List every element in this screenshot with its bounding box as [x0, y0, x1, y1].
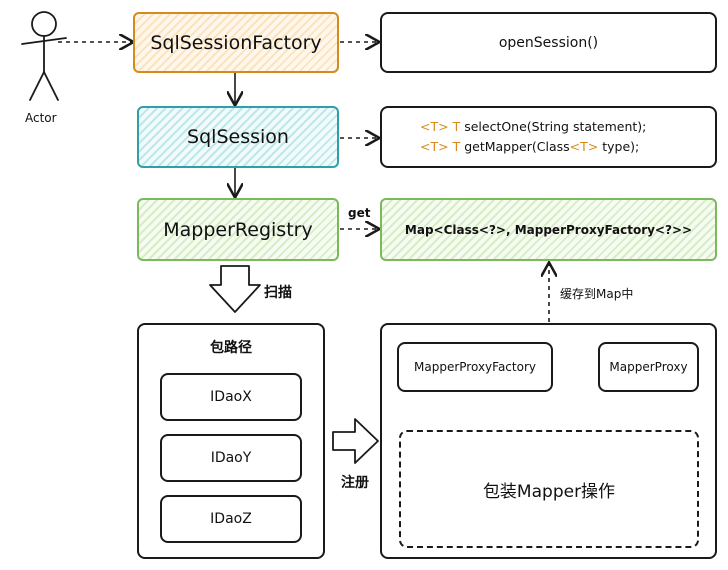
select-one-generic: <T> [420, 119, 449, 134]
idao-y-node: IDaoY [160, 434, 302, 482]
package-path-label: 包路径 [210, 340, 252, 356]
idao-z-label: IDaoZ [210, 511, 252, 527]
get-mapper-text-a: getMapper(Class [464, 139, 570, 154]
register-label: 注册 [341, 475, 369, 491]
select-one-text: selectOne(String statement); [464, 119, 647, 134]
get-mapper-generic-2: <T> [569, 139, 599, 154]
get-mapper-generic: <T> [420, 139, 449, 154]
idao-y-label: IDaoY [210, 450, 252, 466]
wrap-mapper-label: 包装Mapper操作 [482, 481, 616, 502]
sql-session-factory-label: SqlSessionFactory [150, 31, 322, 54]
actor-icon [21, 11, 67, 101]
mapper-registry-node: MapperRegistry [137, 198, 339, 261]
session-methods-node: <T> T selectOne(String statement); <T> T… [380, 106, 717, 168]
get-mapper-return: T [452, 139, 461, 154]
sql-session-node: SqlSession [137, 106, 339, 168]
map-node: Map<Class<?>, MapperProxyFactory<?>> [380, 198, 717, 261]
register-arrow [332, 418, 379, 464]
idao-x-node: IDaoX [160, 373, 302, 421]
scan-label: 扫描 [264, 285, 292, 301]
mapper-registry-label: MapperRegistry [163, 218, 313, 241]
get-label: get [348, 206, 371, 220]
wrap-mapper-node: 包装Mapper操作 [399, 430, 699, 548]
sql-session-factory-node: SqlSessionFactory [133, 12, 339, 73]
mapper-proxy-node: MapperProxy [598, 342, 699, 392]
get-mapper-signature: <T> T getMapper(Class<T> type); [420, 137, 646, 157]
map-type-label: Map<Class<?>, MapperProxyFactory<?>> [404, 222, 693, 237]
select-one-signature: <T> T selectOne(String statement); [420, 117, 646, 137]
get-mapper-text-b: type); [598, 139, 640, 154]
idao-x-label: IDaoX [210, 389, 252, 405]
mapper-proxy-factory-node: MapperProxyFactory [397, 342, 553, 392]
mapper-proxy-factory-label: MapperProxyFactory [414, 360, 536, 374]
cache-to-map-label: 缓存到Map中 [560, 287, 634, 301]
scan-arrow [209, 265, 261, 313]
sql-session-label: SqlSession [187, 126, 289, 148]
idao-z-node: IDaoZ [160, 495, 302, 543]
actor-label: Actor [25, 111, 57, 125]
open-session-node: openSession() [380, 12, 717, 73]
select-one-return: T [452, 119, 461, 134]
mapper-proxy-label: MapperProxy [609, 360, 688, 374]
open-session-label: openSession() [498, 34, 599, 51]
